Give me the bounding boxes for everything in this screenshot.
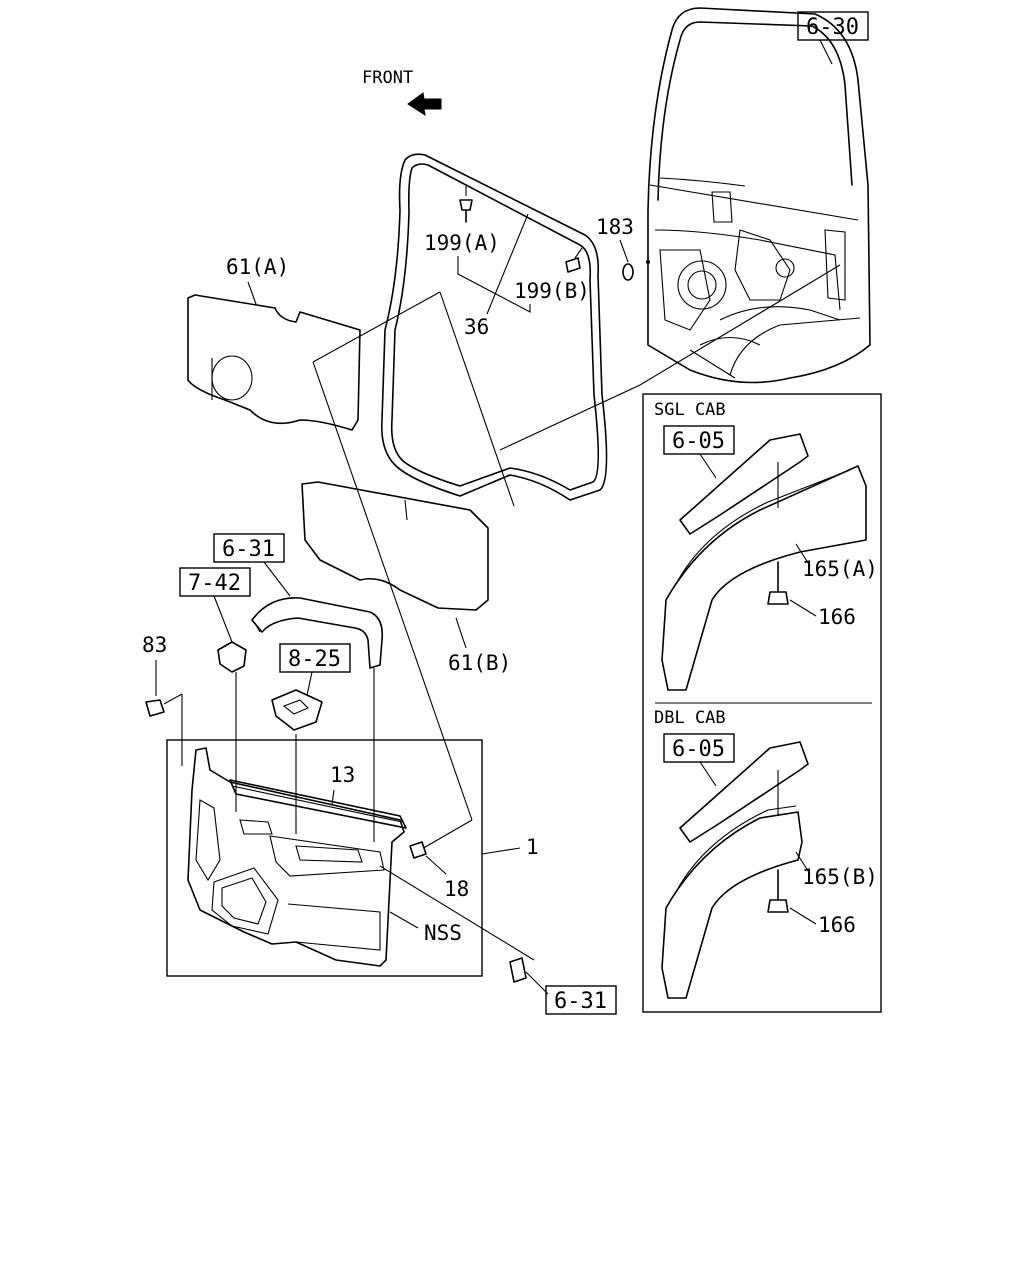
door-outer-ref-box: [797, 11, 869, 41]
front-arrow-icon: [407, 92, 442, 117]
callout-13: 13: [330, 763, 355, 787]
cab-variants-panel: [642, 393, 882, 1013]
sealing-sheet-61b: [301, 481, 489, 611]
callout-183: 183: [596, 215, 634, 239]
trim-strip-13: [229, 779, 407, 829]
sgl-cab-bolt-166: [767, 561, 789, 605]
callout-61b: 61(B): [448, 651, 511, 675]
clip-199a: [459, 184, 473, 223]
front-label: FRONT: [362, 68, 413, 88]
door-trim-panel: [187, 747, 405, 967]
armrest-cap: [509, 957, 527, 983]
callout-18: 18: [444, 877, 469, 901]
dbl-cab-ref: 6-05: [672, 737, 725, 762]
screw-18: [409, 841, 447, 875]
callout-83: 83: [142, 633, 167, 657]
switch-ref: 8-25: [288, 647, 341, 672]
dbl-cab-title: DBL CAB: [654, 708, 726, 728]
armrest-cap-ref: 6-31: [554, 989, 607, 1014]
handle-bezel-ref: 7-42: [188, 571, 241, 596]
dbl-cab-bolt-166: [767, 869, 789, 913]
callout-199a: 199(A): [424, 231, 500, 255]
callout-36: 36: [464, 315, 489, 339]
handle-bezel: [217, 641, 247, 812]
hole-seal-183: [622, 263, 634, 281]
armrest-pull-handle: [251, 597, 384, 842]
dbl-cab-ref-box: [663, 733, 735, 763]
window-switch: [271, 689, 323, 834]
callout-61a: 61(A): [226, 255, 289, 279]
trim-assembly-frame: [166, 739, 483, 977]
sgl-cab-bolt-callout: 166: [818, 605, 856, 629]
dbl-cab-wheel-liner-165b: [661, 805, 803, 999]
door-outer-ref: 6-30: [806, 15, 859, 40]
dbl-cab-liner-callout: 165(B): [802, 865, 878, 889]
clip-199b: [565, 247, 583, 273]
screw-83: [145, 693, 183, 766]
sgl-cab-title: SGL CAB: [654, 400, 726, 420]
sgl-cab-wheel-liner-165a: [661, 465, 867, 691]
door-outer-panel: [647, 7, 871, 384]
callout-nss: NSS: [424, 921, 462, 945]
dbl-cab-bolt-callout: 166: [818, 913, 856, 937]
weatherstrip-36: [380, 153, 608, 501]
callout-1: 1: [526, 835, 539, 859]
armrest-cap-ref-box: [545, 985, 617, 1015]
armrest-ref-box: [213, 533, 285, 563]
sgl-cab-garnish: [679, 433, 809, 535]
sgl-cab-ref: 6-05: [672, 429, 725, 454]
handle-bezel-ref-box: [179, 567, 251, 597]
sealing-sheet-61a: [187, 294, 361, 431]
sgl-cab-ref-box: [663, 425, 735, 455]
sgl-cab-liner-callout: 165(A): [802, 557, 878, 581]
armrest-ref: 6-31: [222, 537, 275, 562]
switch-ref-box: [279, 643, 351, 673]
callout-199b: 199(B): [514, 279, 590, 303]
